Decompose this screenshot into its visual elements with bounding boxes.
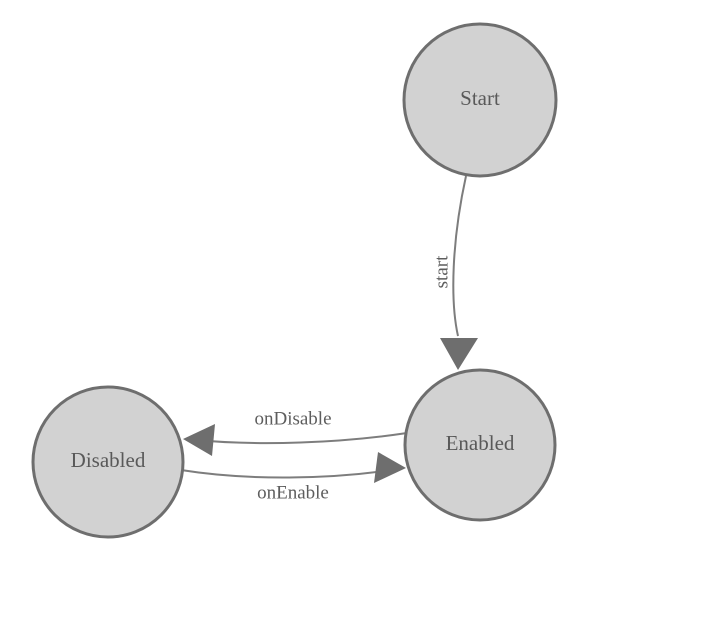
edge-label-ondisable: onDisable <box>254 408 331 429</box>
edge-path-ondisable <box>195 432 408 445</box>
node-shape-disabled <box>31 385 185 539</box>
arrowhead-icon-ondisable <box>183 424 215 456</box>
edge-label-start: start <box>431 255 452 288</box>
arrowhead-icon-start <box>440 338 478 370</box>
node-label-disabled: Disabled <box>71 448 146 472</box>
edge-enabled-to-disabled[interactable]: onDisable <box>183 408 408 456</box>
edge-label-onenable: onEnable <box>257 482 329 503</box>
edge-start-to-enabled[interactable]: start <box>431 175 478 370</box>
node-shape-enabled <box>403 368 557 522</box>
edge-disabled-to-enabled[interactable]: onEnable <box>180 452 406 503</box>
edge-path-onenable <box>180 469 393 479</box>
edge-path-start <box>452 175 467 337</box>
node-start[interactable]: Start <box>402 22 558 178</box>
node-label-enabled: Enabled <box>446 431 515 455</box>
node-enabled[interactable]: Enabled <box>403 368 557 522</box>
node-shape-start <box>402 22 558 178</box>
node-disabled[interactable]: Disabled <box>31 385 185 539</box>
arrowhead-icon-onenable <box>374 452 406 483</box>
node-label-start: Start <box>460 86 500 110</box>
